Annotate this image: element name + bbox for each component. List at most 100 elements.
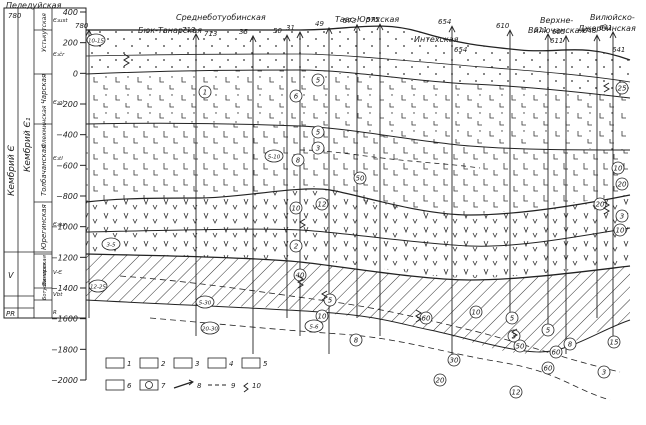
depth-tick-label: −2000: [51, 376, 78, 385]
well-label: 50: [273, 27, 282, 35]
bubble-marker: 50: [353, 171, 367, 185]
well-label: 611: [534, 26, 547, 34]
well-label: 654: [438, 18, 451, 26]
bubble-marker: 20: [615, 177, 629, 191]
boundary-top: [86, 25, 631, 61]
bubble-marker: 10: [469, 305, 483, 319]
well: 573: [343, 17, 361, 318]
bubble-label: 5: [316, 77, 321, 85]
formation-label: Ботуобинская: [42, 263, 48, 300]
bubble-label: 3: [602, 369, 606, 377]
bubble-label: 60: [544, 365, 553, 373]
svg-text:2: 2: [161, 360, 166, 368]
legend-item-8: 8: [173, 379, 202, 390]
well: 575: [366, 16, 384, 336]
legend-item-4: 4: [207, 357, 233, 369]
well-label: 31: [286, 24, 295, 32]
bubble-label: 5-30: [199, 301, 212, 307]
unit-salt: [86, 70, 630, 150]
bubble-marker: 60: [549, 345, 563, 359]
index-label: Є₁čr: [53, 51, 65, 58]
svg-text:4: 4: [229, 360, 233, 368]
bubble-label: 5-10: [268, 155, 281, 161]
bubble-label: 8: [354, 337, 359, 345]
well: 31: [286, 24, 304, 336]
proterozoic-label: PR: [6, 310, 15, 318]
well-number: 780: [8, 12, 22, 20]
bubble-marker: 3: [615, 209, 629, 223]
bubble-marker: 10: [315, 309, 329, 323]
bubble-marker: 8: [291, 153, 305, 167]
legend-item-1: 1: [105, 357, 131, 369]
well-label: 49: [315, 20, 324, 28]
bubble-label: 6: [294, 93, 299, 101]
index-label: R: [53, 310, 57, 316]
boundary-2: [85, 69, 631, 99]
svg-text:7: 7: [161, 382, 166, 390]
legend-item-3: 3: [173, 357, 199, 369]
series-label: Кембрий Є₁: [23, 117, 33, 172]
bubble-label: 2: [294, 243, 299, 251]
bubble-label: 8: [568, 341, 573, 349]
bubble-marker: 12-25: [88, 279, 108, 293]
area-label: Вилюйско-: [590, 13, 635, 22]
bubble-marker: 15: [607, 335, 621, 349]
well: 50: [273, 27, 291, 318]
well-label: 35: [239, 28, 248, 36]
legend-item-5: 5: [241, 357, 268, 369]
well: 611: [534, 26, 552, 336]
bubble-marker: 8: [563, 337, 577, 351]
well: 610: [496, 22, 514, 318]
bubble-label: 12: [318, 201, 327, 209]
bubble-marker: 2: [289, 239, 303, 253]
unit-sandstone: [86, 26, 630, 98]
bubble-label: 5-6: [310, 325, 319, 331]
boundary-dashed-2: [149, 317, 611, 401]
depth-tick-label: 0: [73, 69, 78, 78]
formation-label: Олекминская: [41, 105, 48, 148]
bubble-marker: 3: [311, 141, 325, 155]
bubble-label: 10: [318, 313, 327, 321]
area-labels: Пеледуйская 780 Среднеботуобинская Бюк-Т…: [6, 1, 636, 54]
bubble-marker: 60: [419, 311, 433, 325]
bubble-label: 10: [472, 309, 481, 317]
formation-label: Юрегинская: [40, 204, 48, 250]
bubble-marker: 20-30: [200, 321, 220, 335]
bubble-label: 3: [316, 145, 320, 153]
area-label: Вилючанская: [528, 26, 585, 35]
bubble-marker: 25: [615, 81, 629, 95]
well: 713: [182, 26, 200, 336]
index-label: Є₁ol: [53, 100, 64, 106]
bubble-label: 15: [610, 339, 619, 347]
bubble-label: 20: [596, 201, 605, 209]
well-label: 610: [496, 22, 510, 30]
well-number: 611: [550, 37, 563, 45]
well-number: 713: [204, 30, 217, 38]
unit-dolomite: [86, 123, 630, 216]
bubble-marker: 20: [593, 197, 607, 211]
bubble-label: 10: [614, 165, 623, 173]
bubble-label: 5: [546, 327, 551, 335]
well-label: 575: [366, 16, 380, 24]
bubble-label: 5: [316, 129, 321, 137]
area-label: Среднеботуобинская: [176, 13, 266, 22]
well-label: 641: [599, 24, 612, 32]
well: 641: [599, 24, 617, 336]
legend-item-2: 2: [139, 357, 166, 369]
well-label: 713: [182, 26, 195, 34]
zigzag-marks: [123, 53, 610, 339]
index-label: Vbt: [53, 292, 63, 298]
well-label: 780: [75, 22, 89, 30]
svg-text:1: 1: [127, 360, 131, 368]
strat-system-labels: Кембрий Є V PR Кембрий Є₁: [6, 117, 33, 318]
legend-item-10: 10: [243, 382, 261, 393]
index-label: Є₁tl: [53, 156, 63, 162]
svg-text:8: 8: [197, 382, 202, 390]
bubble-marker: 5-30: [195, 295, 215, 309]
bubble-marker: 12: [315, 197, 329, 211]
well-label: 573: [343, 17, 356, 25]
unit-basement: [86, 254, 630, 354]
formation-label: Билирская: [42, 254, 48, 286]
bubble-label: 60: [422, 315, 431, 323]
